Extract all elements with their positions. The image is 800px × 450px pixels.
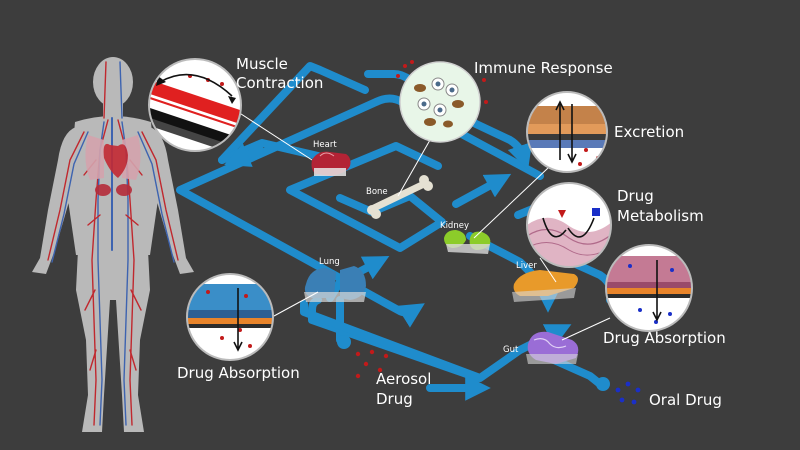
human-body-figure: [32, 57, 194, 432]
aerosol-drug-label-2: Drug: [376, 390, 413, 408]
muscle-contraction-label-2: Contraction: [236, 74, 323, 92]
drug-metabolism-label-2: Metabolism: [617, 207, 704, 225]
oral-drug-source: [596, 377, 641, 405]
lung-organ: [304, 266, 366, 302]
muscle-contraction-callout: [148, 58, 242, 152]
drug-absorption-left-callout: [186, 273, 274, 361]
callout-leaders: [237, 111, 611, 341]
bone-label: Bone: [366, 187, 388, 197]
excretion-callout: [526, 91, 608, 173]
immune-response-callout: [396, 60, 488, 143]
bone-organ: [367, 175, 433, 219]
heart-organ: [311, 151, 351, 176]
aerosol-drug-source: [337, 335, 389, 379]
muscle-contraction-label-1: Muscle: [236, 55, 288, 73]
drug-absorption-left-label: Drug Absorption: [177, 364, 300, 382]
aerosol-drug-label-1: Aerosol: [376, 370, 431, 388]
drug-absorption-right-callout: [605, 244, 693, 332]
drug-absorption-right-label: Drug Absorption: [603, 329, 726, 347]
heart-label: Heart: [313, 140, 337, 150]
oral-drug-label: Oral Drug: [649, 391, 722, 409]
gut-label: Gut: [503, 345, 519, 355]
liver-organ: [512, 270, 578, 302]
excretion-label: Excretion: [614, 123, 684, 141]
immune-response-label: Immune Response: [474, 59, 613, 77]
gut-organ: [526, 331, 579, 364]
kidney-label: Kidney: [440, 221, 469, 231]
kidney-organ: [444, 230, 491, 254]
liver-label: Liver: [516, 261, 537, 271]
drug-metabolism-callout: [526, 182, 612, 268]
lung-label: Lung: [319, 257, 340, 267]
drug-metabolism-label-1: Drug: [617, 187, 654, 205]
